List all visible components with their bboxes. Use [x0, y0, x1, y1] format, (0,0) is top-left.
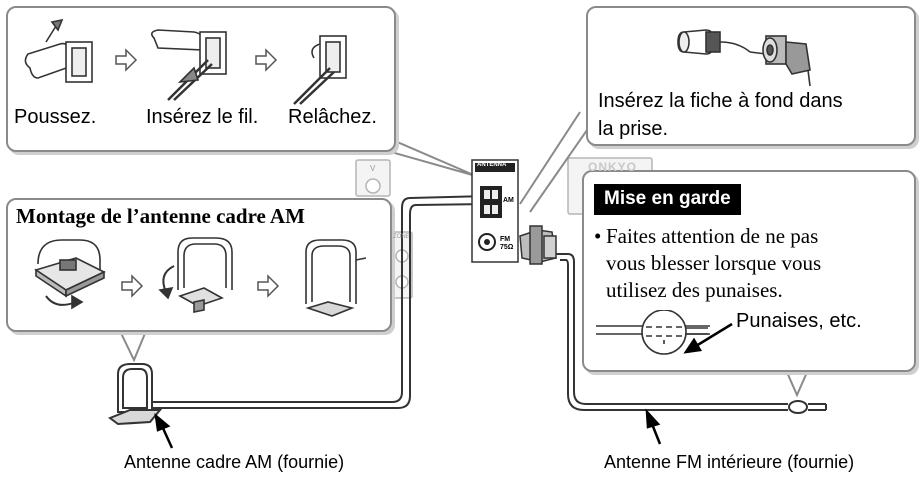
tacks-pointer-arrow [683, 322, 733, 354]
am-antenna-wires [150, 195, 489, 409]
step-insert-label: Insérez le fil. [146, 106, 259, 128]
fm-antenna-cable [556, 253, 827, 411]
zone-label: ZONE [393, 234, 410, 240]
am-antenna-caption: Antenne cadre AM (fournie) [124, 452, 345, 472]
fm-plug-instruction-line1: Insérez la fiche à fond dans [598, 90, 843, 112]
tacks-label: Punaises, etc. [736, 310, 862, 332]
am-assembly-panel: Montage de l’antenne cadre AM [6, 198, 392, 332]
am-loop-antenna [107, 363, 163, 426]
caution-text-line1: Faites attention de ne pas [606, 224, 819, 248]
caution-heading: Mise en garde [594, 184, 741, 215]
arrow-right-icon [257, 274, 280, 298]
brand-logo: ONKYO [588, 160, 638, 174]
am-terminal-label: AM [503, 197, 514, 204]
fm-plug-panel: Insérez la fiche à fond dans la prise. [586, 6, 916, 146]
fm-plug-instruction-line2: la prise. [598, 118, 669, 140]
fm-antenna-caption: Antenne FM intérieure (fournie) [604, 452, 855, 472]
insert-illustration [150, 29, 227, 101]
fm-plug-illustration [677, 29, 811, 87]
push-illustration [24, 18, 93, 83]
release-illustration [293, 35, 347, 105]
fm-plug [519, 225, 557, 265]
am-loop-assembled [305, 239, 367, 317]
am-loop-unfolding [158, 237, 233, 313]
fm-ohm-label: 75Ω [500, 244, 514, 251]
arrow-right-icon [255, 48, 278, 72]
tacks-illustration [596, 310, 733, 355]
v-label: V [370, 164, 376, 173]
caution-text-line3: utilisez des punaises. [606, 278, 783, 302]
arrow-right-icon [115, 48, 138, 72]
caution-text-line2: vous blesser lorsque vous [606, 251, 822, 275]
caution-bullet: • [594, 224, 602, 248]
caution-panel: Mise en garde • Faites attention de ne p… [582, 170, 916, 372]
caption-arrows [154, 408, 662, 449]
wire-insertion-steps-panel: Poussez. Insérez le fil. Relâchez. [6, 6, 396, 152]
step-release-label: Relâchez. [288, 106, 377, 128]
antenna-label: ANTENNA [477, 162, 507, 168]
am-base-folded [34, 239, 106, 310]
fm-terminal-label: FM [500, 236, 511, 243]
wire-insertion-steps-illustration [24, 18, 347, 105]
antenna-terminal-block [471, 159, 519, 263]
step-push-label: Poussez. [14, 106, 97, 128]
arrow-right-icon [121, 274, 144, 298]
am-assembly-title: Montage de l’antenne cadre AM [16, 204, 305, 228]
am-assembly-illustration [34, 237, 367, 317]
fm-antenna-tip [788, 400, 808, 414]
